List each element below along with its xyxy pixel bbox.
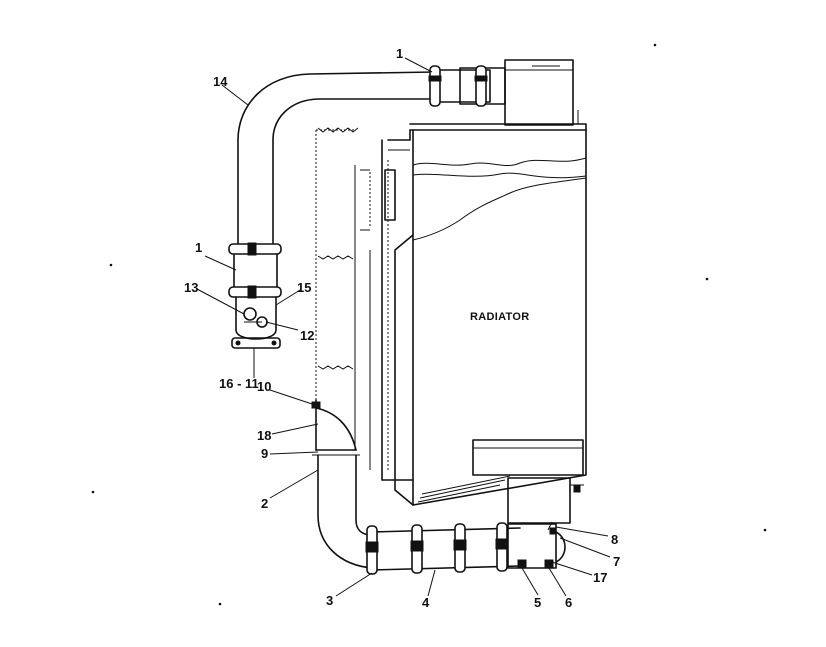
- callouts: 1 1 2 3 4 5 6 7 8 9 10 12 13 14 15 16 - …: [184, 46, 620, 610]
- callout-14: 14: [213, 74, 228, 89]
- callout-1-side: 1: [195, 240, 202, 255]
- callout-13: 13: [184, 280, 198, 295]
- radiator-label: RADIATOR: [470, 311, 529, 323]
- callout-8: 8: [611, 532, 618, 547]
- callout-4: 4: [422, 595, 430, 610]
- lower-hose-clamps: [365, 522, 509, 575]
- callout-3: 3: [326, 593, 333, 608]
- scan-specks: [91, 43, 767, 606]
- leader-lines: [196, 57, 611, 597]
- callout-6: 6: [565, 595, 572, 610]
- callout-16-11: 16 - 11: [219, 376, 259, 391]
- callout-17: 17: [593, 570, 607, 585]
- upper-hose-clamp-side: [228, 242, 282, 299]
- callout-12: 12: [300, 328, 314, 343]
- callout-1-top: 1: [396, 46, 403, 61]
- radiator-assembly: [315, 59, 587, 524]
- upper-hose-clamp-top: [428, 65, 488, 107]
- callout-7: 7: [613, 554, 620, 569]
- callout-15: 15: [297, 280, 311, 295]
- upper-hose: [237, 67, 506, 248]
- callout-9: 9: [261, 446, 268, 461]
- callout-10: 10: [257, 379, 271, 394]
- lower-elbow: [311, 399, 373, 569]
- lower-hose: [371, 523, 566, 571]
- drain-fittings: [517, 521, 557, 569]
- callout-5: 5: [534, 595, 541, 610]
- callout-2: 2: [261, 496, 268, 511]
- callout-18: 18: [257, 428, 271, 443]
- thermostat-housing: [231, 296, 281, 349]
